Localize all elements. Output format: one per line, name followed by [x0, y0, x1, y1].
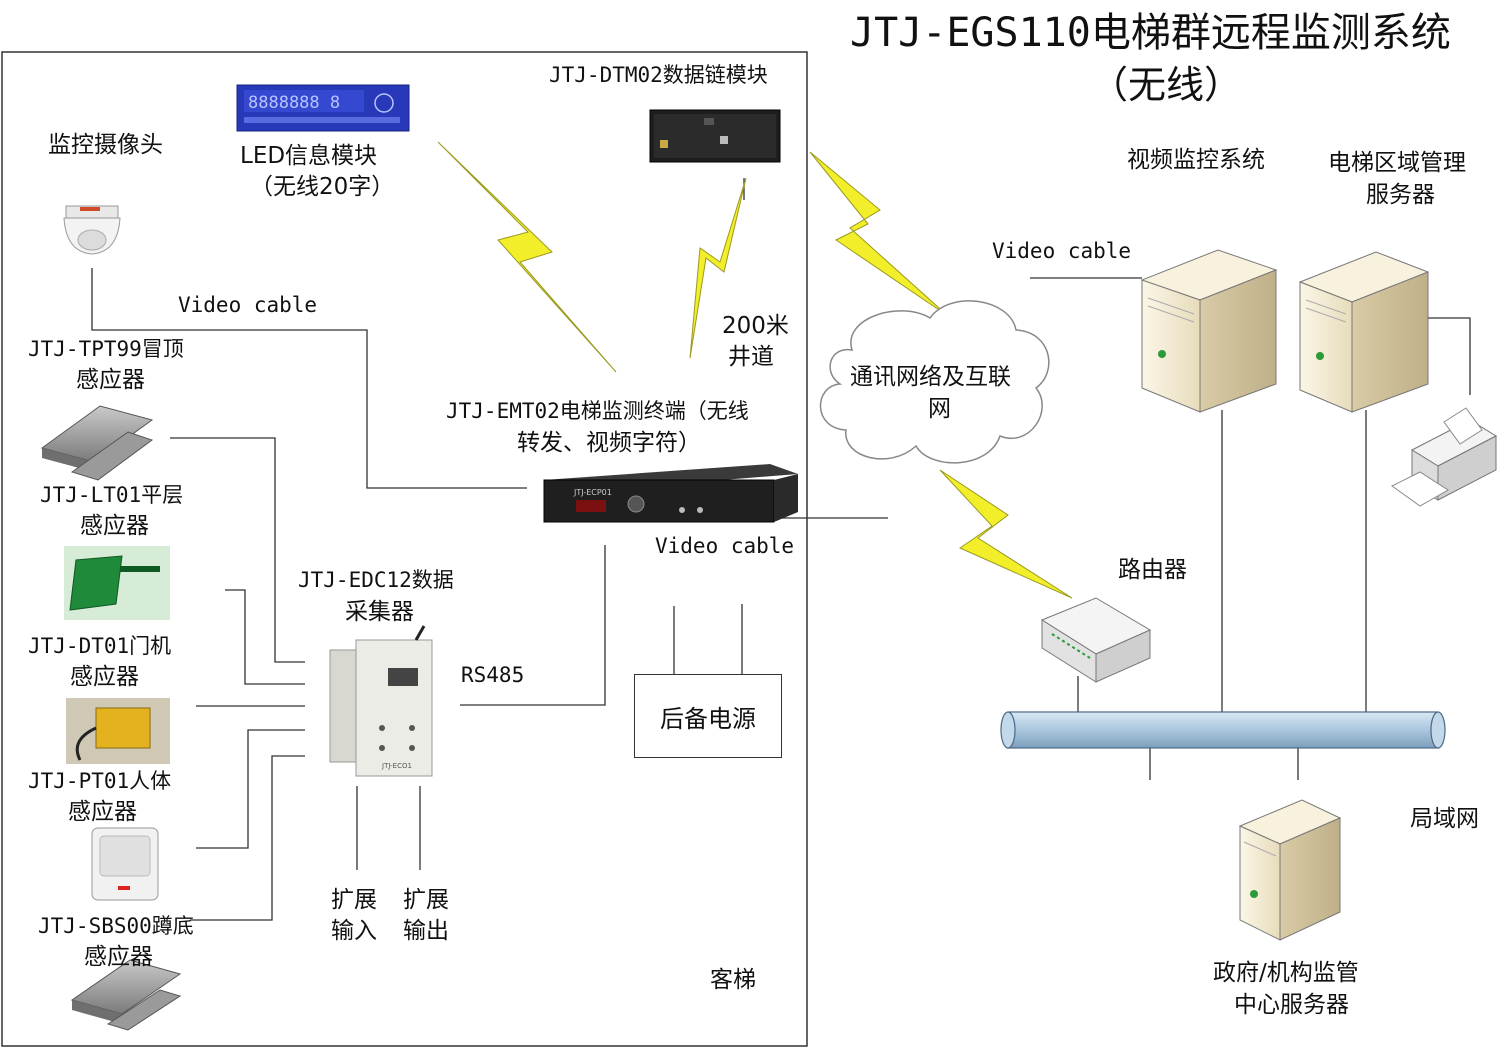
lt01-sensor-icon — [64, 546, 170, 620]
pt-label-line2: 感应器 — [68, 799, 137, 825]
lightning-cloud-to-router — [939, 469, 1073, 599]
backup-power-box: 后备电源 — [634, 674, 782, 758]
elevator-boundary — [1, 51, 808, 1047]
gov-server-icon — [1238, 799, 1342, 941]
lan-bus — [1000, 711, 1446, 749]
camera-label: 监控摄像头 — [48, 132, 163, 158]
pt-label-line1: JTJ-PT01人体 — [28, 769, 172, 793]
passenger-elevator-label: 客梯 — [710, 967, 756, 993]
ext-in-label-line1: 扩展 — [331, 887, 377, 913]
tpt99-sensor-icon — [40, 405, 154, 481]
connection-lines — [91, 178, 1471, 921]
emt-terminal-icon: JTJ-ECP01 — [543, 464, 798, 523]
cloud-shape — [819, 300, 1050, 464]
led-display-text: 8888888 8 — [248, 93, 340, 113]
lightning-led-to-emt — [437, 141, 617, 373]
dt-label-line2: 感应器 — [70, 664, 139, 690]
router-icon — [1040, 597, 1152, 683]
camera-icon — [63, 205, 121, 255]
area-mgmt-server-icon — [1298, 251, 1430, 413]
lightning-dtm-to-emt — [689, 177, 747, 359]
tpt-label-line2: 感应器 — [76, 367, 145, 393]
emt-label-line1: JTJ-EMT02电梯监测终端（无线 — [446, 399, 749, 423]
router-label: 路由器 — [1118, 557, 1187, 583]
cloud-label-line2: 网 — [928, 396, 951, 422]
shaft-label-line1: 200米 — [722, 313, 789, 339]
sbs-label-line2: 感应器 — [84, 944, 153, 970]
lan-label: 局域网 — [1410, 806, 1479, 832]
video-cable-label-camera: Video cable — [178, 293, 318, 317]
pt01-sensor-icon — [91, 827, 159, 901]
video-monitor-label: 视频监控系统 — [1127, 147, 1265, 173]
dt01-sensor-icon — [66, 698, 170, 764]
video-monitor-server-icon — [1140, 249, 1278, 413]
lt-label-line1: JTJ-LT01平层 — [40, 483, 184, 507]
sbs-label-line1: JTJ-SBS00蹲底 — [38, 914, 194, 938]
video-cable-label-emt: Video cable — [655, 534, 795, 558]
page-subtitle: （无线） — [1090, 63, 1243, 107]
led-label-line2: （无线20字） — [250, 174, 395, 200]
led-module-icon: 8888888 8 — [236, 84, 410, 132]
dtm-label: JTJ-DTM02数据链模块 — [549, 63, 768, 87]
cloud-label-line1: 通讯网络及互联 — [850, 364, 1011, 390]
video-cable-label-server: Video cable — [992, 239, 1132, 263]
tpt-label-line1: JTJ-TPT99冒顶 — [28, 337, 184, 361]
sbs00-sensor-icon — [70, 959, 182, 1031]
page-title: JTJ-EGS110电梯群远程监测系统 — [850, 10, 1451, 56]
lt-label-line2: 感应器 — [80, 513, 149, 539]
emt-label-line2: 转发、视频字符） — [517, 430, 701, 456]
emt-panel-text: JTJ-ECP01 — [573, 488, 612, 497]
lightning-dtm-to-cloud — [809, 151, 949, 317]
rs485-label: RS485 — [461, 663, 525, 687]
gov-server-label-line2: 中心服务器 — [1234, 992, 1349, 1018]
edc-collector-icon: JTJ-ECO1 — [329, 625, 433, 777]
ext-out-label-line2: 输出 — [403, 918, 449, 944]
backup-power-label: 后备电源 — [660, 704, 756, 733]
edc-label-line1: JTJ-EDC12数据 — [298, 568, 454, 592]
edc-panel-text: JTJ-ECO1 — [381, 762, 412, 770]
gov-server-label-line1: 政府/机构监管 — [1213, 960, 1359, 986]
dt-label-line1: JTJ-DT01门机 — [28, 634, 172, 658]
led-label-line1: LED信息模块 — [240, 143, 378, 169]
edc-label-line2: 采集器 — [345, 599, 414, 625]
dtm-module-icon — [649, 109, 781, 163]
area-mgmt-label-line1: 电梯区域管理 — [1328, 150, 1466, 176]
shaft-label-line2: 井道 — [728, 344, 774, 370]
printer-icon — [1391, 407, 1498, 507]
area-mgmt-label-line2: 服务器 — [1366, 182, 1435, 208]
ext-in-label-line2: 输入 — [331, 918, 377, 944]
ext-out-label-line1: 扩展 — [403, 887, 449, 913]
